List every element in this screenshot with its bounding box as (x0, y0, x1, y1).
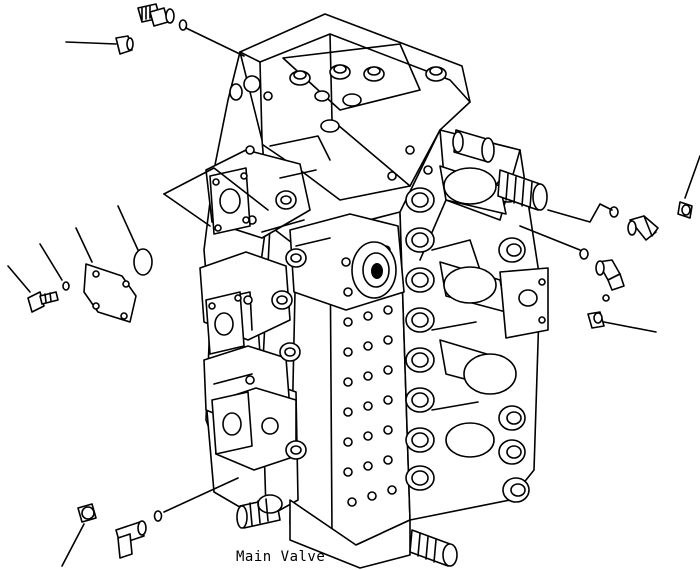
right-callout-line (685, 156, 700, 198)
cover-o-ring (134, 249, 152, 275)
mid-right-callout-line (604, 322, 656, 332)
bottom-left-callout-line (62, 524, 84, 566)
mid-right-leader (520, 226, 580, 250)
valve-body (200, 14, 548, 568)
top-left-callout-line (66, 42, 116, 44)
left-callout-lines (8, 206, 138, 292)
flange-plugs (230, 76, 306, 459)
left-flange-middle (206, 292, 244, 354)
mid-right-elbow (596, 260, 624, 290)
bottom-leader-line (164, 478, 238, 512)
washer (63, 282, 69, 290)
lower-outlet-fitting (237, 495, 282, 528)
spool-cylinders (440, 166, 548, 457)
top-leader-line (186, 28, 244, 56)
solenoid-fitting-2 (498, 170, 547, 210)
right-elbow-fitting (628, 216, 658, 240)
top-elbow-fitting (138, 4, 174, 26)
small-o-ring (603, 295, 609, 301)
mid-right-plug (588, 312, 604, 328)
bottom-o-ring (155, 511, 162, 521)
flange-leader-lines (164, 168, 268, 226)
top-left-plug (116, 36, 133, 54)
bolt (28, 292, 58, 312)
diagram-caption: Main Valve (236, 549, 326, 565)
left-flange-upper (210, 168, 250, 234)
left-flange-lower (212, 392, 252, 454)
top-o-ring (180, 20, 187, 30)
mid-right-o-ring (580, 249, 588, 259)
bottom-tee-fitting (116, 521, 146, 558)
right-leader-zigzag (548, 204, 612, 222)
cover-plate (84, 264, 136, 322)
solenoid-fitting-1 (453, 130, 494, 162)
top-bolts (290, 65, 446, 132)
right-o-ring (610, 207, 618, 217)
bottom-right-fitting (410, 530, 457, 566)
bottom-left-plug (78, 504, 96, 522)
main-port (352, 242, 396, 298)
right-plug (678, 202, 692, 218)
